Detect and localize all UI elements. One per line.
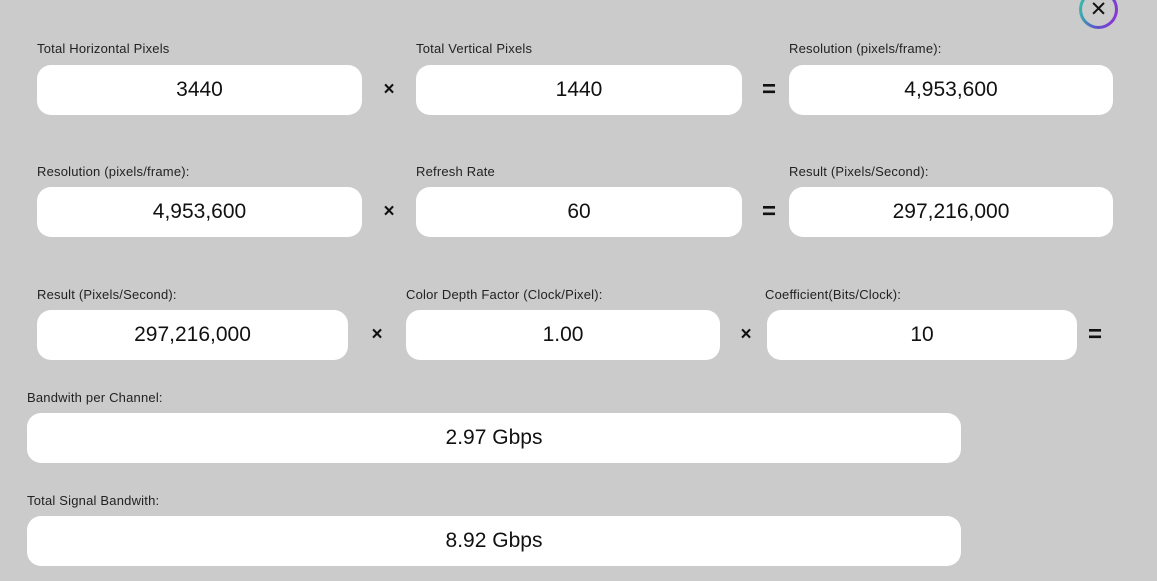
pixels-per-second-input-label: Result (Pixels/Second): bbox=[37, 287, 177, 302]
resolution-input-label: Resolution (pixels/frame): bbox=[37, 164, 190, 179]
coefficient-label: Coefficient(Bits/Clock): bbox=[765, 287, 902, 302]
close-icon: ✕ bbox=[1082, 0, 1115, 26]
equals-operator: = bbox=[761, 198, 776, 225]
multiply-operator: × bbox=[740, 324, 752, 345]
multiply-operator: × bbox=[383, 201, 395, 222]
total-signal-bandwith-result: 8.92 Gbps bbox=[27, 516, 961, 566]
close-button[interactable]: ✕ bbox=[1079, 0, 1118, 29]
resolution-result-field bbox=[789, 65, 1113, 115]
resolution-result-label: Resolution (pixels/frame): bbox=[789, 41, 942, 56]
total-horizontal-pixels-label: Total Horizontal Pixels bbox=[37, 41, 170, 56]
coefficient-input[interactable] bbox=[767, 310, 1077, 360]
bandwith-per-channel-result: 2.97 Gbps bbox=[27, 413, 961, 463]
total-signal-bandwith-label: Total Signal Bandwith: bbox=[27, 493, 160, 508]
total-vertical-pixels-label: Total Vertical Pixels bbox=[416, 41, 533, 56]
refresh-rate-label: Refresh Rate bbox=[416, 164, 495, 179]
total-vertical-pixels-input[interactable] bbox=[416, 65, 742, 115]
multiply-operator: × bbox=[383, 79, 395, 100]
equals-operator: = bbox=[1087, 321, 1102, 348]
refresh-rate-input[interactable] bbox=[416, 187, 742, 237]
equals-operator: = bbox=[761, 76, 776, 103]
multiply-operator: × bbox=[371, 324, 383, 345]
total-horizontal-pixels-input[interactable] bbox=[37, 65, 362, 115]
bandwith-per-channel-label: Bandwith per Channel: bbox=[27, 390, 163, 405]
color-depth-factor-label: Color Depth Factor (Clock/Pixel): bbox=[406, 287, 603, 302]
color-depth-factor-input[interactable] bbox=[406, 310, 720, 360]
resolution-input-field bbox=[37, 187, 362, 237]
pixels-per-second-result-label: Result (Pixels/Second): bbox=[789, 164, 929, 179]
pixels-per-second-input-field bbox=[37, 310, 348, 360]
pixels-per-second-result-field bbox=[789, 187, 1113, 237]
